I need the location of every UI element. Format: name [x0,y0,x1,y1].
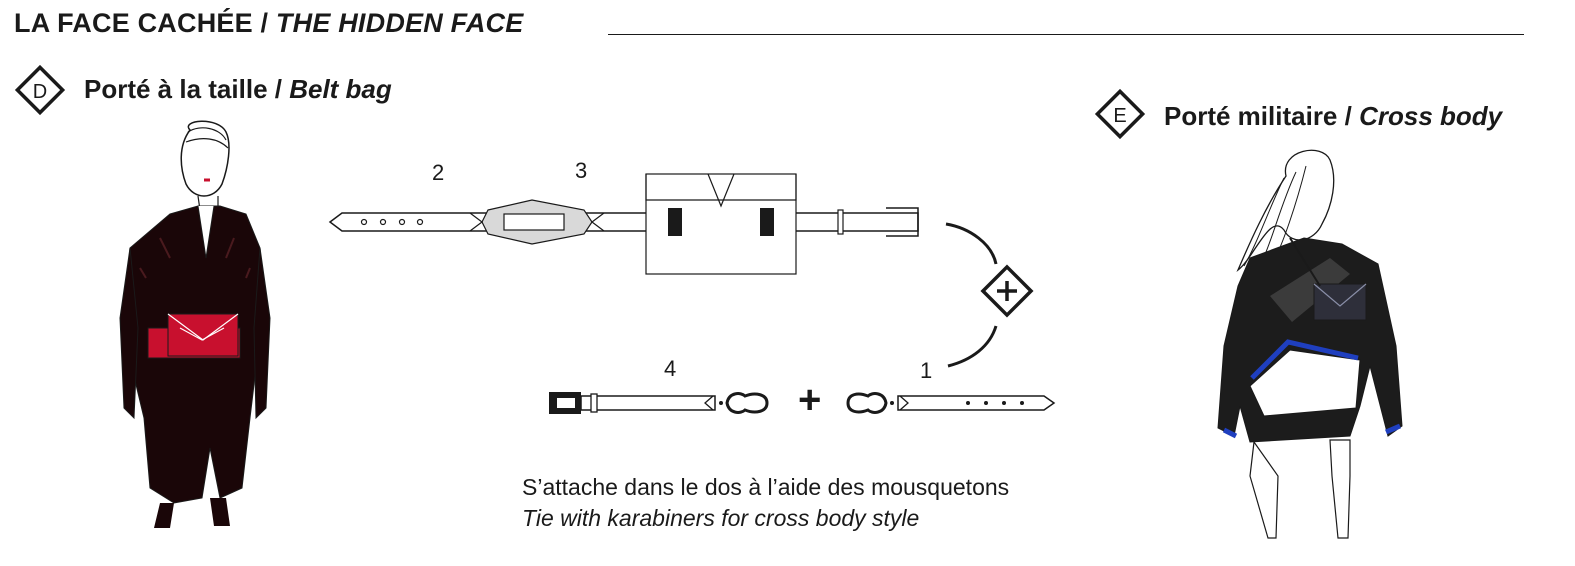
caption-english: Tie with karabiners for cross body style [522,505,920,531]
strap-1-with-karabiner [846,392,1056,414]
combine-connector [945,222,1034,368]
plus-sign: + [798,378,822,422]
section-d-title: Porté à la taille / Belt bag [84,74,392,105]
section-e-title: Porté militaire / Cross body [1164,101,1502,132]
title-divider [608,34,1524,35]
section-e-letter: E [1113,105,1126,127]
section-d-badge: D [12,62,68,123]
belt-strap [328,212,919,232]
section-e-label-fr: Porté militaire / [1164,101,1360,131]
diamond-icon: D [14,64,66,116]
diamond-icon: E [1094,88,1146,140]
label-number-1: 1 [920,358,933,383]
label-number-4: 4 [664,356,677,381]
section-d-label-fr: Porté à la taille / [84,74,290,104]
bag-loop-right [760,208,774,236]
section-e-label-en: Cross body [1359,101,1503,131]
plus-diamond-icon [980,264,1034,318]
section-d-label-en: Belt bag [289,74,392,104]
section-d-letter: D [33,81,47,103]
bag-loop-left [668,208,682,236]
label-number-3: 3 [575,158,588,183]
title-english: THE HIDDEN FACE [275,8,524,38]
page-title: LA FACE CACHÉE / THE HIDDEN FACE [14,8,523,39]
instructions-caption: S’attache dans le dos à l’aide des mousq… [522,472,1009,534]
belt-bag-figure-illustration [119,120,271,528]
section-e-badge: E [1092,86,1148,147]
belt-bag-assembly-diagram [328,173,919,275]
cross-body-figure-illustration [1217,149,1403,539]
label-number-2: 2 [432,160,445,185]
strap-4-with-karabiner [549,392,769,414]
title-french: LA FACE CACHÉE / [14,8,276,38]
caption-french: S’attache dans le dos à l’aide des mousq… [522,474,1010,500]
